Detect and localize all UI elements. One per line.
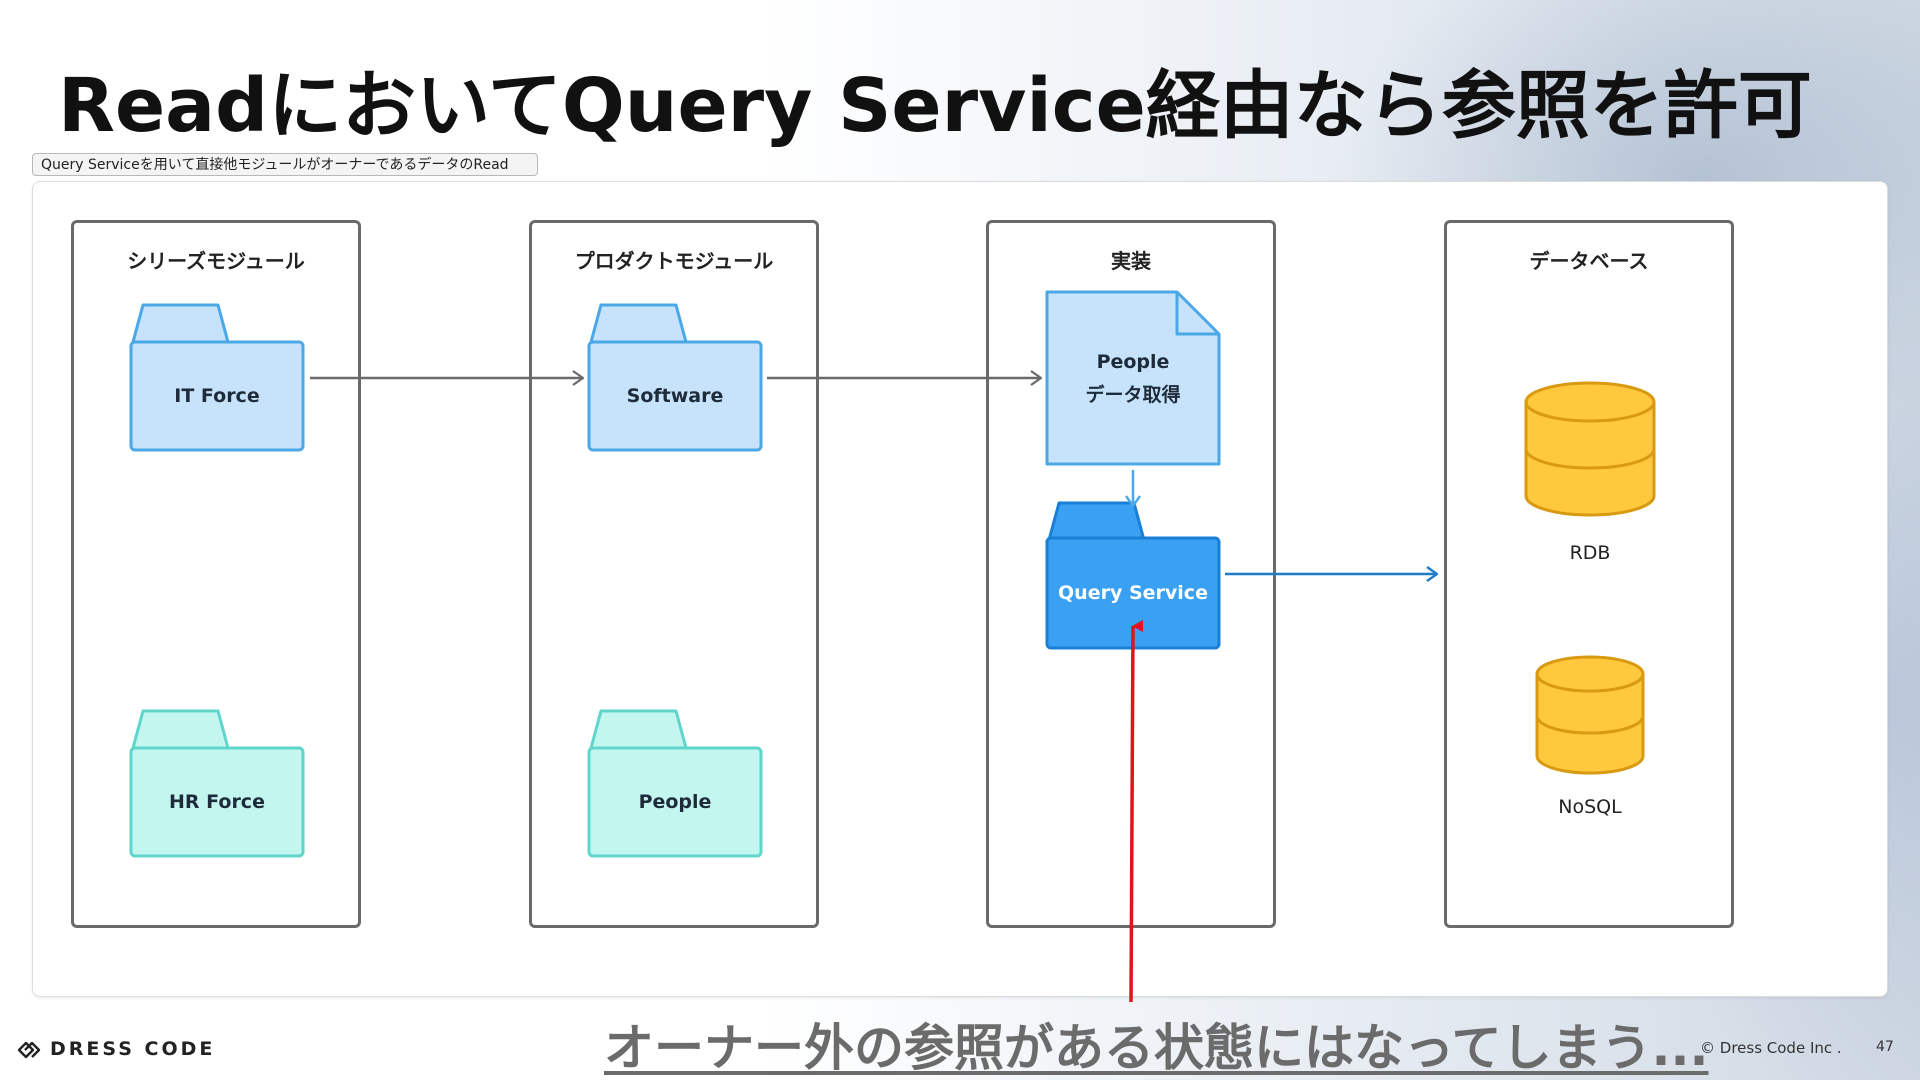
red-arrow-external-reference	[1129, 620, 1144, 1003]
people-label: People	[638, 791, 712, 813]
footer-logo: DRESS CODE	[16, 1038, 215, 1060]
query-service-label: Query Service	[1058, 582, 1208, 604]
it-force-label: IT Force	[174, 385, 260, 407]
nosql-database-icon	[1535, 655, 1645, 775]
nosql-label: NoSQL	[1558, 796, 1622, 818]
column-database	[1444, 220, 1734, 928]
page-number: 47	[1876, 1039, 1894, 1055]
copyright-text: © Dress Code Inc .	[1700, 1039, 1842, 1057]
column-title-product-module: プロダクトモジュール	[574, 249, 774, 273]
rdb-label: RDB	[1569, 542, 1611, 564]
hr-force-folder-icon	[129, 709, 305, 858]
people-fetch-label-line1: People	[1096, 351, 1170, 373]
software-label: Software	[626, 385, 724, 407]
people-folder-icon	[587, 709, 763, 858]
column-title-series-module: シリーズモジュール	[127, 249, 305, 273]
column-title-implementation: 実装	[1111, 249, 1151, 273]
diagram-caption-tab: Query Serviceを用いて直接他モジュールがオーナーであるデータのRea…	[32, 153, 538, 176]
query-service-folder-icon	[1045, 501, 1221, 650]
brand-name: DRESS CODE	[50, 1038, 216, 1060]
software-folder-icon	[587, 303, 763, 452]
hr-force-label: HR Force	[169, 791, 265, 813]
column-title-database: データベース	[1529, 249, 1649, 273]
warning-message: オーナー外の参照がある状態にはなってしまう...	[604, 1019, 1709, 1077]
people-fetch-label-line2: データ取得	[1085, 384, 1181, 406]
it-force-folder-icon	[129, 303, 305, 452]
people-fetch-document-icon	[1045, 290, 1221, 466]
rdb-database-icon	[1524, 381, 1656, 517]
slide-title: ReadにおいてQuery Service経由なら参照を許可	[58, 63, 1812, 149]
dress-code-logo-icon	[17, 1041, 41, 1059]
